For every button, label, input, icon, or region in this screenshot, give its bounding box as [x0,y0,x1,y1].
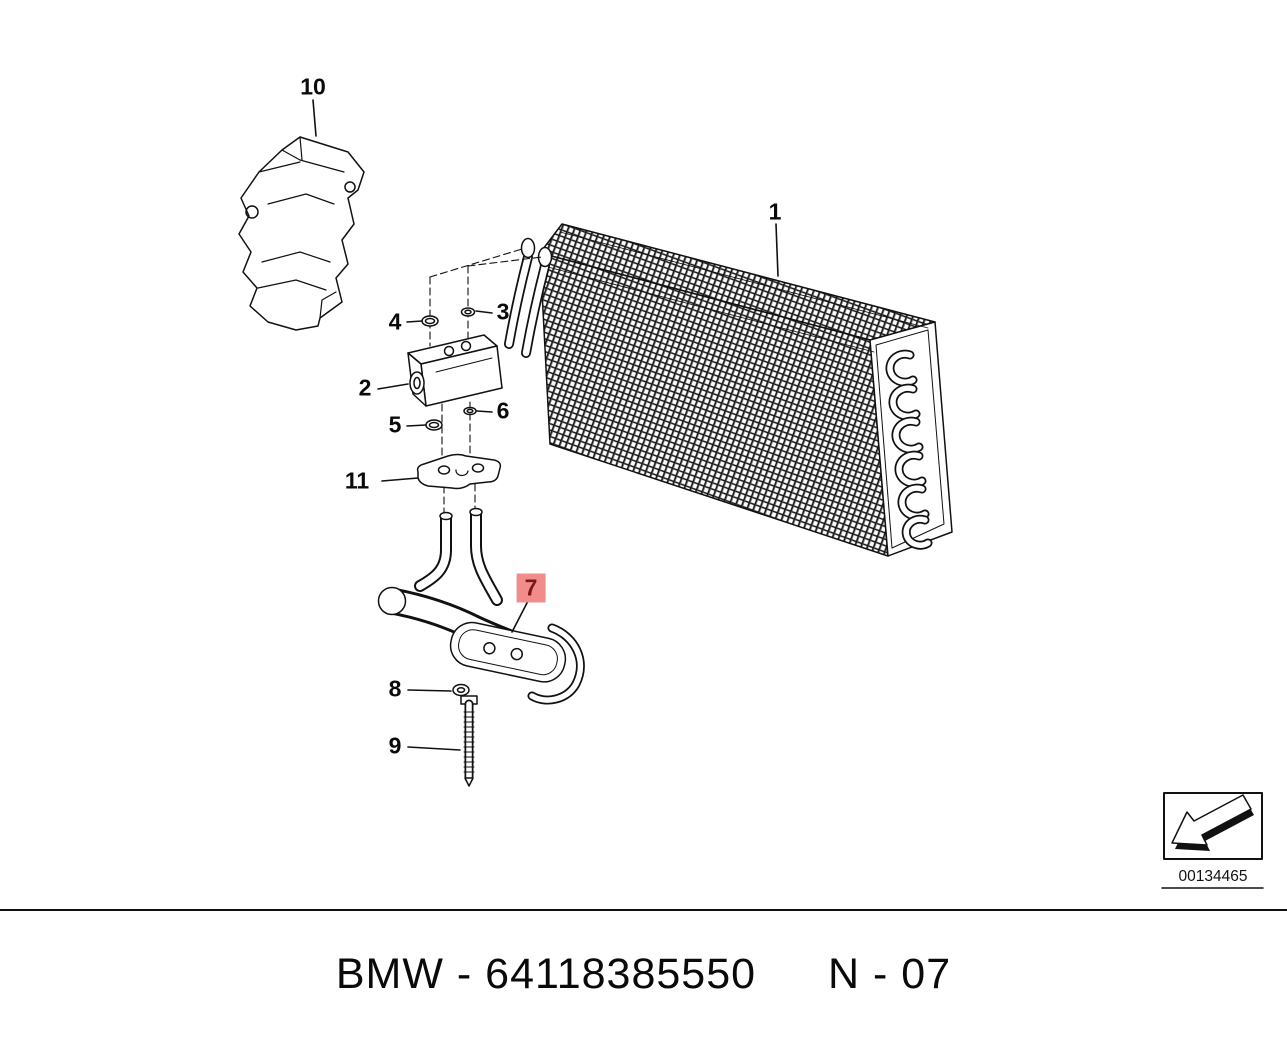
bolt-drawing [460,695,478,787]
direction-arrow-icon [1171,794,1254,851]
callout-3[interactable]: 3 [496,298,510,325]
callout-7-highlighted[interactable]: 7 [516,573,546,603]
washer-drawing [452,683,470,697]
evaporator-coils [885,349,933,550]
part-number-text: BMW - 64118385550 [335,950,757,998]
callout-6[interactable]: 6 [496,397,510,424]
footer-bar: BMW - 64118385550 N - 07 [0,909,1287,1038]
image-number: 00134465 [1179,868,1248,885]
callout-8[interactable]: 8 [388,675,402,702]
assembly-axis-lines [429,248,543,515]
callout-10[interactable]: 10 [300,73,326,100]
callout-2[interactable]: 2 [358,374,372,401]
callout-9[interactable]: 9 [388,732,402,759]
exploded-parts-drawing: 00134465 [238,99,1264,889]
evaporator-connection-pipes [504,237,553,358]
diagram-area: 00134465 10 1 4 3 2 6 5 11 7 8 9 [238,73,1264,889]
o-ring-3 [460,307,476,317]
direction-stamp: 00134465 [1161,792,1264,889]
bracket-plate-drawing [416,453,502,490]
callout-11[interactable]: 11 [344,467,370,494]
callout-leader-lines [312,99,779,751]
evaporator-drawing [504,223,953,557]
o-ring-5 [425,419,443,431]
cover-drawing [238,136,365,331]
o-ring-4 [421,315,439,327]
callout-5[interactable]: 5 [388,411,402,438]
callout-1[interactable]: 1 [768,198,782,225]
callout-4[interactable]: 4 [388,308,402,335]
page-code-text: N - 07 [828,950,952,998]
o-ring-6 [463,406,477,416]
pipe-assembly-drawing [377,507,585,705]
expansion-valve-drawing [407,334,503,407]
